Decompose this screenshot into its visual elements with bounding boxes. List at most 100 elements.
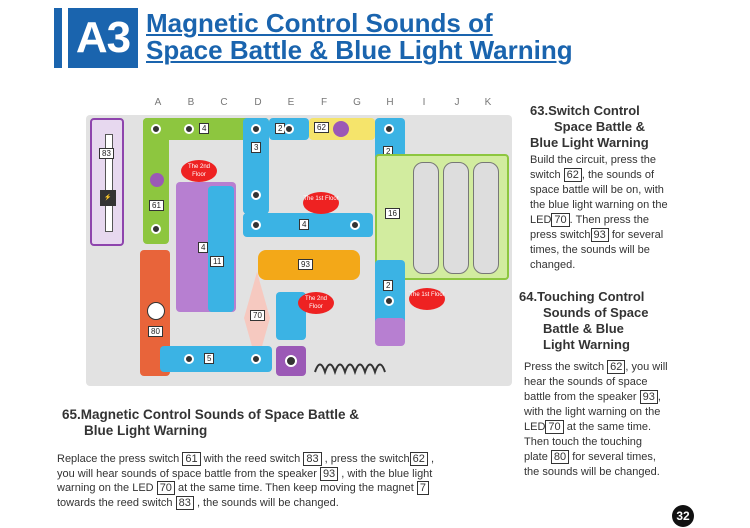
heading-line: Blue Light Warning [530,135,649,150]
text-span: plate [524,451,548,463]
section-65-heading: 65.Magnetic Control Sounds of Space Batt… [62,407,359,439]
text-line: the blue light warning on the [530,199,668,211]
heading-line: Space Battle & [554,119,646,134]
text-span: with the reed switch [203,453,301,465]
snap-dot [384,296,394,306]
part-ref: 70 [551,213,570,227]
text-line: Then touch the touching [524,436,643,448]
text-span: , [657,391,661,403]
part-label: 5 [204,353,215,364]
text-span: press switch [530,229,591,241]
text-line: hear the sounds of space [524,376,648,388]
col-label: B [187,97,195,108]
snap-dot [184,354,194,364]
battery-cell [413,162,439,274]
part-label: 83 [99,148,114,159]
col-label: I [422,97,426,108]
snap-purple-h7 [375,318,405,346]
snap-dot [151,224,161,234]
reed-glass [105,134,113,232]
text-line: switch 62, the sounds of [530,168,730,183]
text-line: times, the sounds will be [530,244,650,256]
part-ref: 61 [182,452,201,466]
text-line: space battle will be on, with [530,184,664,196]
magnet-icon: ⚡ [100,190,116,206]
page-title: Magnetic Control Sounds of Space Battle … [146,10,573,64]
snap-dot [384,124,394,134]
section-64-heading: 64.Touching Control Sounds of Space Batt… [519,289,648,353]
text-span: , [430,453,434,465]
floor-label-2nd: The 2nd Floor [181,160,217,182]
text-span: , you will [625,361,668,373]
col-label: H [386,97,394,108]
text-span: LED [524,421,546,433]
title-line-1: Magnetic Control Sounds of [146,8,493,38]
snap-1 [276,346,306,376]
col-label: E [287,97,295,108]
part-label: 93 [298,259,313,270]
floor-label-2nd: The 2nd Floor [298,292,334,314]
spring-wire [314,363,386,376]
text-line: Build the circuit, press the [530,154,656,166]
text-span: , with the blue light [341,467,433,480]
part-label: 4 [199,123,210,134]
col-label: G [353,97,361,108]
part-ref: 93 [639,390,658,404]
battery-cell [473,162,499,274]
speaker-93: 93 [258,250,360,280]
battery-holder-16: 16 [375,154,509,280]
wire-4-top: 4 [143,118,269,140]
part-label: 70 [250,310,265,321]
part-label: 62 [314,122,329,133]
part-label: 3 [251,142,262,153]
snap-icon [285,355,297,367]
part-label: 80 [148,326,163,337]
part-label: 11 [210,256,225,267]
text-line: the sounds will be changed. [524,466,660,478]
text-line: plate 80 for several times, [524,450,730,465]
switch-button-icon [333,121,349,137]
part-ref: 93 [319,466,339,481]
heading-line: 63.Switch Control [530,103,640,118]
title-line-2: Space Battle & Blue Light Warning [146,35,573,65]
part-ref: 70 [545,420,564,434]
text-line: battle from the speaker 93, [524,390,730,405]
part-label: 16 [385,208,400,219]
snap-dot [350,220,360,230]
snap-dot [184,124,194,134]
part-label: 4 [198,242,209,253]
text-span: battle from the speaker [524,391,637,403]
part-ref: 62 [563,168,582,182]
col-label: A [154,97,162,108]
text-span: towards the reed switch [57,496,173,509]
section-65-body: Replace the press switch 61 with the ree… [57,452,502,510]
touch-icon [147,302,165,320]
text-span: , press the switch [324,453,410,465]
text-span: , the sounds of [581,169,655,181]
col-label: J [454,97,460,108]
heading-line: Battle & Blue [543,321,624,336]
text-line: warning on the LED 70 at the same time. … [57,481,502,496]
text-span: at the same time. [566,421,652,433]
battery-cell [443,162,469,274]
part-ref: 62 [607,360,626,374]
col-label: D [254,97,262,108]
section-63-heading: 63.Switch Control Space Battle & Blue Li… [530,103,649,151]
header-accent-bar [54,8,62,68]
snap-dot [251,124,261,134]
page-number: 32 [672,505,694,527]
part-ref: 93 [590,228,609,242]
part-ref: 7 [416,481,430,495]
heading-line: Light Warning [543,337,630,352]
part-ref: 62 [409,452,428,466]
text-span: at the same time. Then keep moving the m… [178,482,414,494]
snap-dot [151,124,161,134]
snap-dot [284,124,294,134]
text-line: Replace the press switch 61 with the ree… [57,452,502,467]
text-line: changed. [530,259,576,271]
switch-62: 62 [309,118,375,140]
wire-blue-c [208,186,234,312]
reed-switch-83: 83 ⚡ [90,118,124,246]
